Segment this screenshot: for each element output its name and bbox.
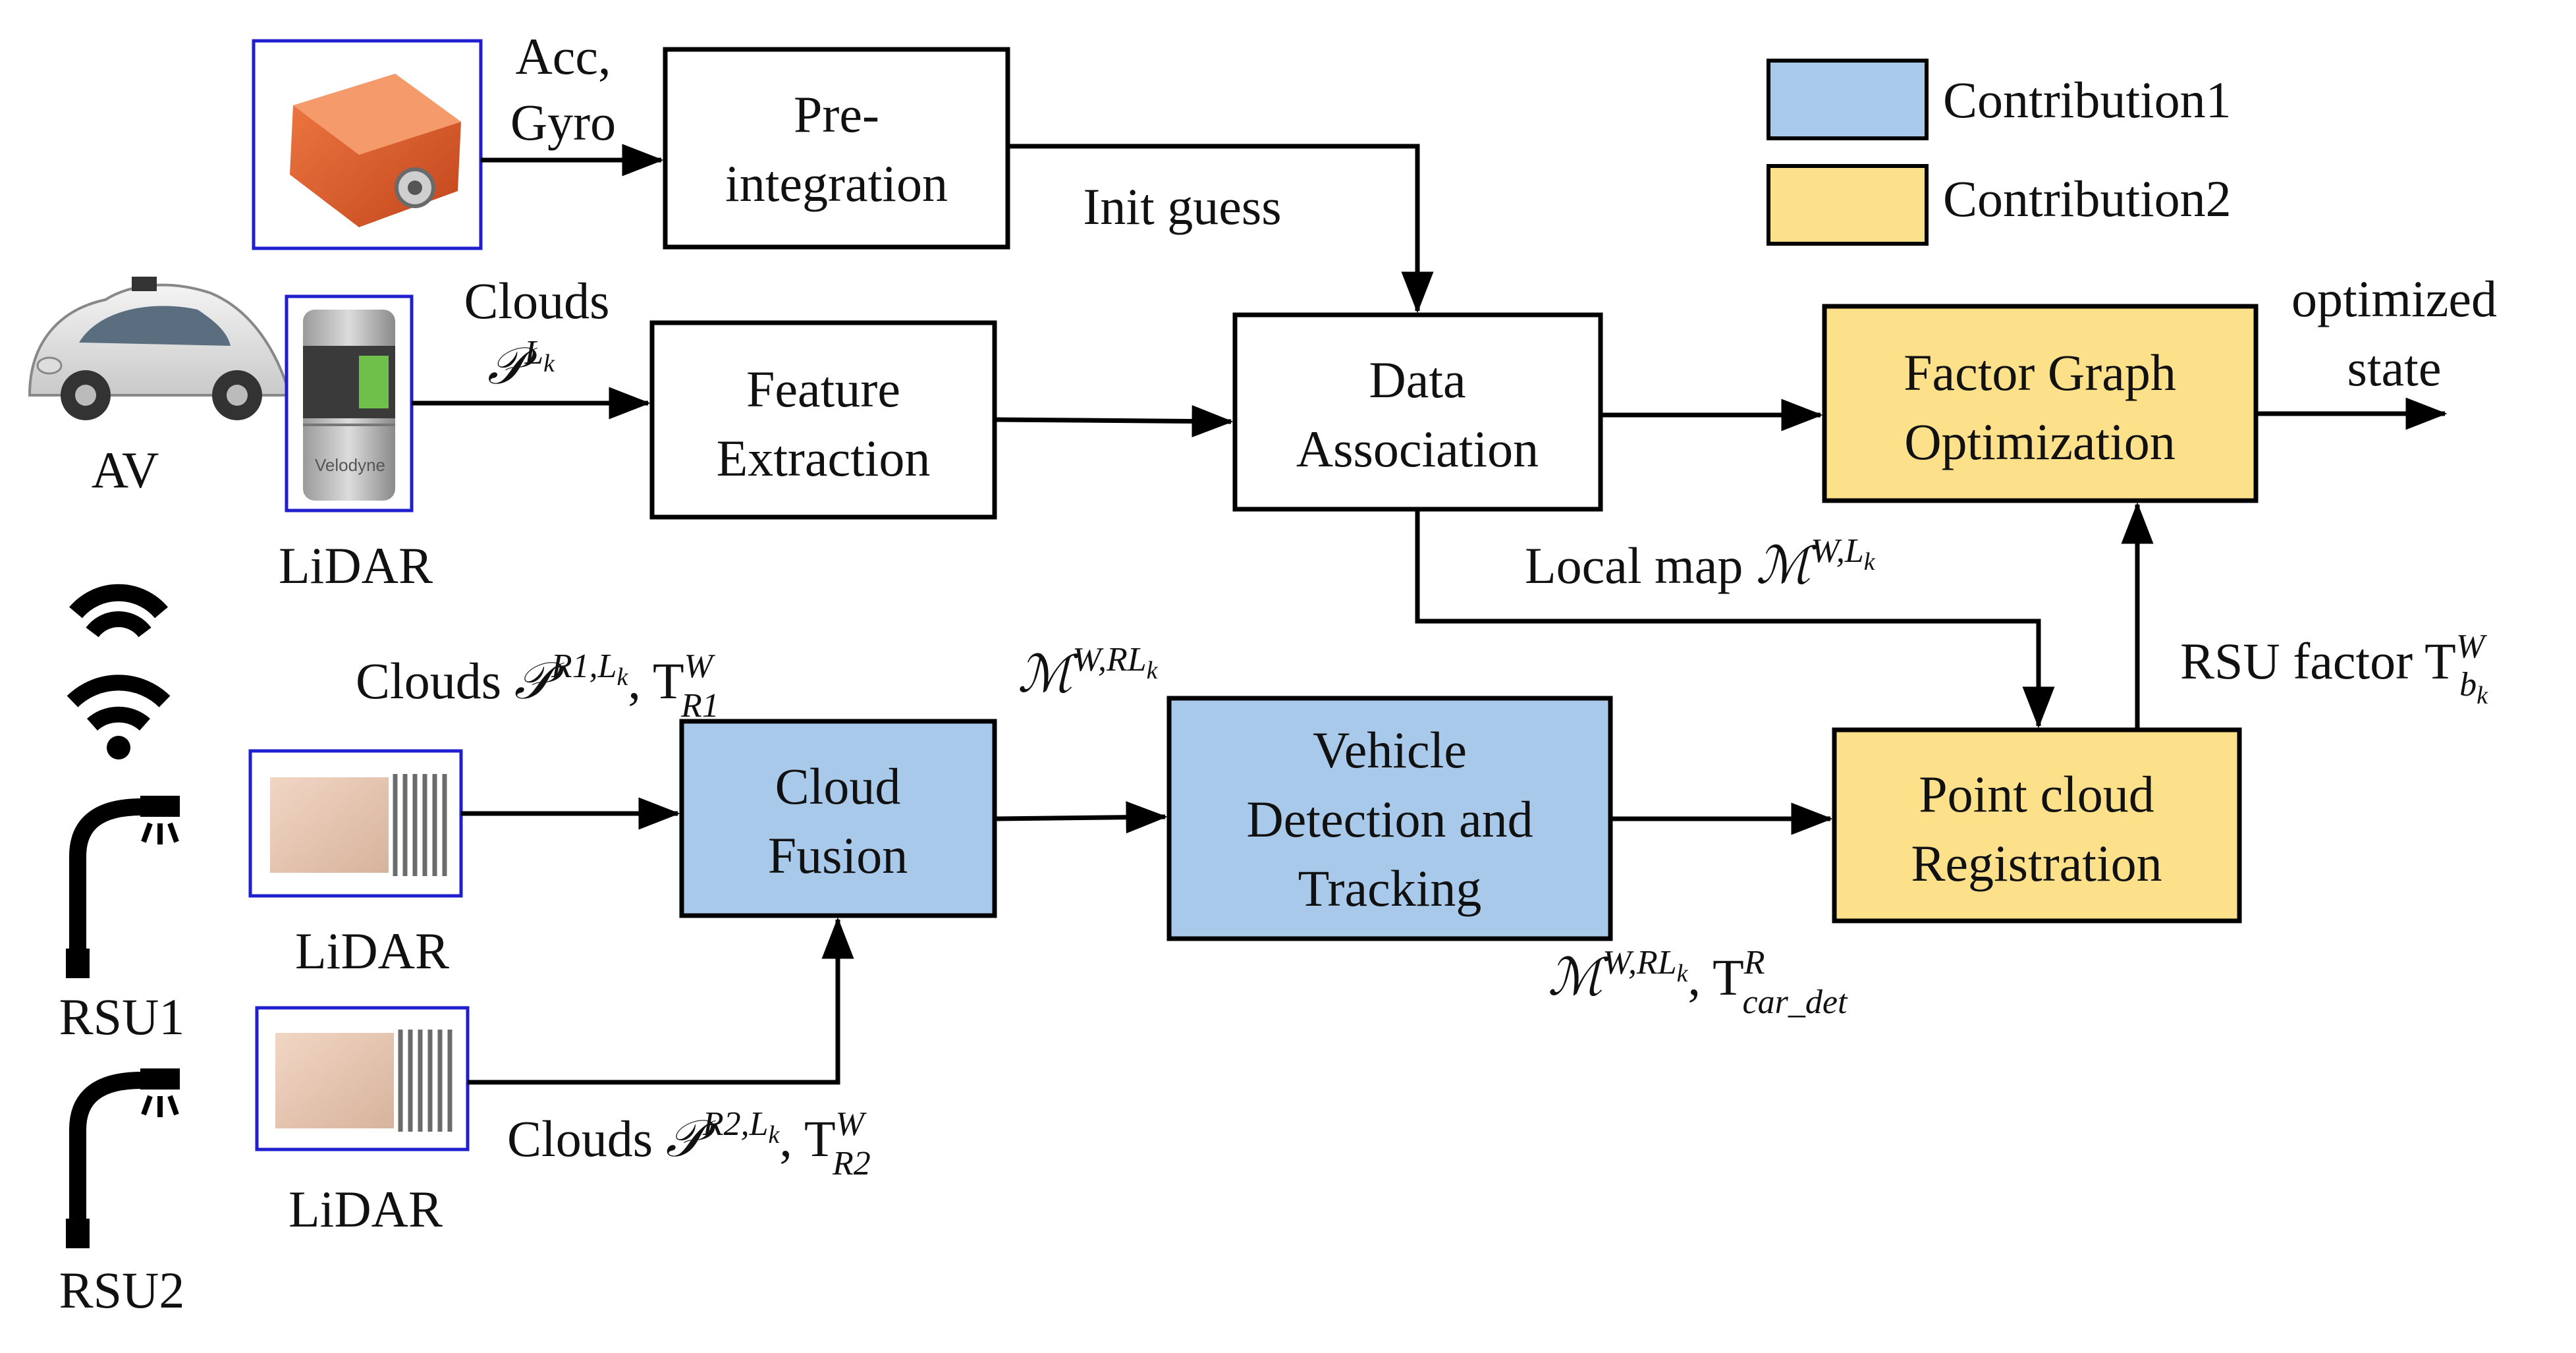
node-cloud-fusion: Cloud Fusion	[679, 719, 997, 918]
label-init-guess: Init guess	[1083, 178, 1281, 235]
label-clouds-av-math: 𝒫Lk	[487, 334, 555, 395]
legend: Contribution1 Contribution2	[1767, 59, 2232, 246]
node-vehicle-detection-line1: Vehicle	[1313, 721, 1467, 779]
edge-preintegration-to-data-association	[1008, 144, 1434, 314]
node-preintegration: Pre- integration	[663, 47, 1010, 250]
node-cloud-fusion-line1: Cloud	[775, 758, 901, 815]
legend-swatch-contribution2	[1767, 164, 1929, 246]
node-factor-graph-line2: Optimization	[1904, 413, 2176, 470]
legend-label-contribution1: Contribution1	[1943, 71, 2232, 128]
solid-state-lidar-icon	[255, 1006, 470, 1151]
edge-rsu2-lidar-to-cloud-fusion	[468, 917, 854, 1085]
av-label: AV	[92, 441, 159, 499]
node-feature-extraction-line1: Feature	[746, 360, 900, 418]
rsu2-label: RSU2	[59, 1261, 185, 1319]
velodyne-lidar-icon: Velodyne	[285, 294, 414, 512]
node-data-association-line1: Data	[1369, 351, 1466, 408]
label-imu-out-line2: Gyro	[510, 94, 616, 151]
label-local-map: Local map ℳW,Lk	[1525, 532, 1876, 594]
node-point-cloud-registration-line1: Point cloud	[1919, 765, 2154, 823]
node-point-cloud-registration: Point cloud Registration	[1832, 727, 2242, 924]
edges	[412, 144, 2448, 1085]
node-vehicle-detection-line3: Tracking	[1298, 860, 1482, 917]
node-factor-graph-line1: Factor Graph	[1904, 344, 2176, 401]
autonomous-car-icon	[28, 277, 292, 420]
imu-sensor-icon	[252, 39, 483, 250]
edge-cloud-fusion-to-vehicle-detection	[994, 801, 1168, 834]
rsu1-label: RSU1	[59, 988, 185, 1045]
wireless-signal-icon	[67, 584, 171, 759]
label-optimized-state-line1: optimized	[2291, 270, 2497, 327]
solid-state-lidar-icon	[248, 749, 463, 898]
node-feature-extraction-line2: Extraction	[717, 429, 931, 487]
label-clouds-av-line1: Clouds	[464, 272, 609, 329]
node-preintegration-line1: Pre-	[794, 86, 879, 143]
node-point-cloud-registration-line2: Registration	[1911, 835, 2162, 892]
street-lamp-icon	[66, 1068, 180, 1248]
node-factor-graph-optimization: Factor Graph Optimization	[1822, 304, 2259, 503]
node-vehicle-detection-line2: Detection and	[1246, 790, 1533, 848]
edge-data-association-to-registration	[1415, 509, 2055, 729]
street-lamp-icon	[66, 796, 180, 978]
node-preintegration-line2: integration	[725, 155, 948, 212]
legend-swatch-contribution1	[1767, 59, 1929, 140]
lidar-av-label: LiDAR	[279, 537, 433, 594]
legend-label-contribution2: Contribution2	[1943, 170, 2232, 227]
label-optimized-state-line2: state	[2347, 339, 2442, 397]
lidar-rsu1-label: LiDAR	[295, 922, 449, 980]
node-data-association: Data Association	[1232, 312, 1603, 512]
label-map-rl: ℳW,RLk	[1018, 641, 1159, 703]
node-data-association-line2: Association	[1296, 420, 1539, 478]
velodyne-brand-text: Velodyne	[315, 455, 385, 475]
edge-feature-to-data-association	[994, 405, 1234, 438]
node-cloud-fusion-line2: Fusion	[768, 827, 908, 884]
node-feature-extraction: Feature Extraction	[649, 320, 997, 520]
lidar-rsu2-label: LiDAR	[288, 1180, 443, 1238]
node-vehicle-detection-tracking: Vehicle Detection and Tracking	[1166, 696, 1613, 941]
label-imu-out-line1: Acc,	[515, 28, 611, 85]
